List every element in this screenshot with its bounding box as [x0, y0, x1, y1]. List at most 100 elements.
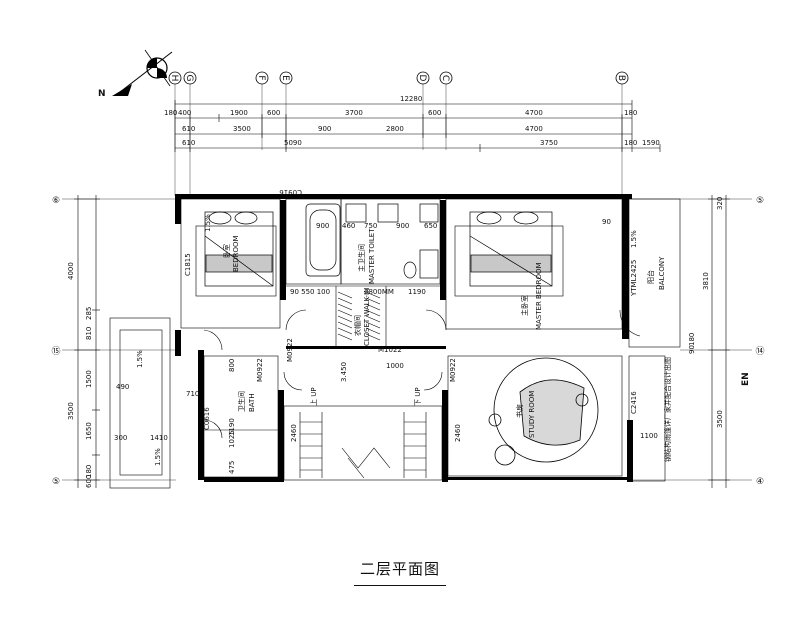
- drawing-title: 二层平面图: [0, 558, 800, 586]
- window-tag: C0616: [203, 407, 211, 430]
- dim-mark: 1100: [640, 432, 658, 440]
- svg-text:G: G: [184, 75, 194, 82]
- svg-text:610: 610: [182, 125, 195, 133]
- top-dimensions: [174, 100, 661, 152]
- room-label-zh: 书房: [515, 404, 524, 418]
- axis-bubble: E: [279, 71, 293, 85]
- room-labels: 卧室 BEDROOM 主卫生间 MASTER TOILET 衣帽间 CLOSET…: [222, 228, 666, 438]
- room-label-en: BALCONY: [658, 256, 666, 290]
- stair-up-label: 上 UP: [309, 387, 318, 406]
- svg-text:600: 600: [267, 109, 280, 117]
- top-dimension-labels: 12280 180 400 1900 600 3700 600 4700 180…: [164, 95, 660, 147]
- axis-bubble: ⑤: [52, 477, 60, 487]
- svg-text:180: 180: [624, 109, 637, 117]
- dim-mark: 650: [424, 222, 437, 230]
- room-label-zh: 阳台: [646, 270, 655, 284]
- svg-text:600: 600: [85, 475, 93, 488]
- door-tag: M0922: [449, 358, 457, 382]
- bed-left: [204, 211, 274, 287]
- room-label-en: BATH: [248, 393, 256, 412]
- bed-master: [469, 211, 553, 287]
- door-tag: M0922: [256, 358, 264, 382]
- dim-mark: 490: [116, 383, 129, 391]
- drawing-title-text: 二层平面图: [353, 558, 446, 586]
- right-dimensions: [708, 195, 730, 488]
- svg-text:600: 600: [428, 109, 441, 117]
- room-label-en: CLOSET WALK-IN: [363, 288, 371, 346]
- door-swings: [203, 309, 641, 439]
- slope-mark: 1.5%: [204, 214, 212, 232]
- axis-bubble: F: [255, 71, 269, 85]
- dim-mark: 1190: [408, 288, 426, 296]
- svg-text:900: 900: [318, 125, 331, 133]
- facade-note: 钢结构雨篷详厂家并配合设计出图: [663, 357, 672, 462]
- axis-bubble: G: [183, 71, 197, 85]
- svg-text:610: 610: [182, 139, 195, 147]
- bathtub: [305, 203, 439, 279]
- staircase: [299, 412, 427, 479]
- svg-text:400: 400: [178, 109, 191, 117]
- north-label: N: [98, 89, 106, 99]
- door-tag: YTML2425: [630, 260, 638, 297]
- svg-text:5090: 5090: [284, 139, 302, 147]
- axis-bubble: ⑮: [51, 346, 60, 357]
- svg-text:3500: 3500: [716, 410, 724, 428]
- side-label: EN: [741, 372, 751, 386]
- axis-bubble: B: [615, 71, 629, 85]
- axis-bubble: ⑭: [755, 346, 764, 357]
- room-label-en: MASTER TOILET: [368, 228, 376, 284]
- axis-bubble: C: [439, 71, 453, 85]
- svg-text:E: E: [280, 75, 290, 81]
- svg-text:90: 90: [688, 345, 696, 354]
- svg-text:180: 180: [624, 139, 637, 147]
- svg-text:285: 285: [85, 307, 93, 320]
- axis-bubble: D: [416, 71, 430, 85]
- left-dimension-labels: 4000 3500 810 285 1500 1650 180 600: [67, 262, 93, 488]
- svg-text:4000: 4000: [67, 262, 75, 280]
- axis-bubble: ⑤: [756, 196, 764, 206]
- svg-text:D: D: [417, 75, 427, 82]
- svg-text:2800: 2800: [386, 125, 404, 133]
- dim-mark: 1410: [150, 434, 168, 442]
- dim-mark: 800: [228, 359, 236, 372]
- dim-mark: 90: [602, 218, 611, 226]
- svg-text:B: B: [616, 75, 626, 81]
- svg-text:H: H: [169, 75, 179, 82]
- room-label-zh: 主卫生间: [357, 244, 366, 272]
- right-dimension-labels: 3810 3500 320 90 180 EN: [688, 197, 751, 428]
- dim-mark: 900: [316, 222, 329, 230]
- room-label-en: STUDY ROOM: [528, 391, 536, 438]
- svg-text:4700: 4700: [525, 109, 543, 117]
- svg-text:180: 180: [688, 333, 696, 346]
- exterior-walls: [175, 194, 633, 482]
- svg-text:180: 180: [164, 109, 177, 117]
- dim-mark: 1000: [386, 362, 404, 370]
- door-tag: M0922: [286, 338, 294, 362]
- svg-text:F: F: [256, 75, 266, 80]
- room-label-zh: 主卧室: [520, 295, 529, 316]
- svg-text:3500: 3500: [233, 125, 251, 133]
- dim-mark: 460: [342, 222, 355, 230]
- dim-mark: 90 550 100: [290, 288, 330, 296]
- dim-mark: 1025: [228, 430, 236, 448]
- svg-text:1590: 1590: [642, 139, 660, 147]
- window-tag: C1815: [184, 253, 192, 276]
- left-dimensions: [74, 195, 100, 488]
- window-tag: C2416: [630, 391, 638, 414]
- stair-down-label: 下 UP: [414, 387, 422, 406]
- dim-mark: 2460: [290, 424, 298, 442]
- side-axis-markers: ⑥ ⑮ ⑤ ⑤ ⑭ ④: [51, 196, 764, 487]
- study-furniture: [488, 357, 599, 466]
- axis-bubble: ④: [756, 477, 764, 487]
- level-mark: 3.450: [340, 362, 348, 382]
- svg-text:320: 320: [716, 197, 724, 210]
- window-tag: C0916: [279, 188, 302, 196]
- dim-mark: 2460: [454, 424, 462, 442]
- door-tag: M1022: [378, 346, 402, 354]
- svg-text:3700: 3700: [345, 109, 363, 117]
- interior-lines: [109, 198, 681, 489]
- dim-mark: 1190: [228, 418, 236, 436]
- room-label-zh: 衣帽间: [353, 315, 362, 336]
- axis-bubble: H: [168, 71, 182, 85]
